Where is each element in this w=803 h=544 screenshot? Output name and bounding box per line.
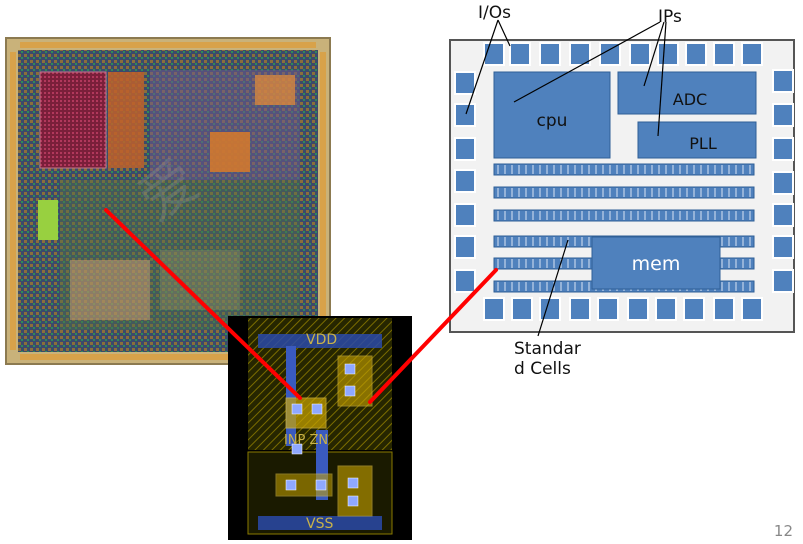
cpu-block [493, 71, 611, 159]
cell-layout: VDD INP ZN VSS [228, 316, 412, 540]
pll-label: PLL [689, 134, 717, 153]
layout-contacts [285, 363, 359, 507]
die-memory-block [39, 71, 107, 169]
vss-rail [258, 516, 382, 530]
vdd-rail [258, 334, 382, 348]
cpu-label: cpu [537, 111, 568, 131]
pll-block [637, 121, 757, 159]
standard-cells-label-line1: Standar [514, 339, 581, 359]
pin-labels: INP ZN [284, 433, 328, 448]
die-photo [5, 37, 331, 365]
io-pads-right [772, 69, 794, 293]
vss-label: VSS [306, 516, 333, 532]
io-pads-bottom [483, 297, 763, 321]
mem-block [591, 236, 721, 290]
io-pads-top [483, 42, 763, 66]
callout-lines [465, 19, 667, 337]
vdd-label: VDD [306, 332, 337, 348]
adc-label: ADC [673, 90, 707, 109]
link-lines [104, 208, 498, 404]
ips-label: IPs [658, 7, 682, 27]
standard-cells-label-line2: d Cells [514, 359, 571, 379]
ios-label: I/Os [478, 3, 511, 23]
io-pads-left [454, 71, 476, 293]
die-pad-ring [10, 42, 326, 360]
page-number: 12 [773, 522, 793, 540]
chip-floorplan: cpu ADC PLL mem [449, 39, 795, 333]
mem-label: mem [632, 253, 681, 275]
adc-block [617, 71, 757, 115]
